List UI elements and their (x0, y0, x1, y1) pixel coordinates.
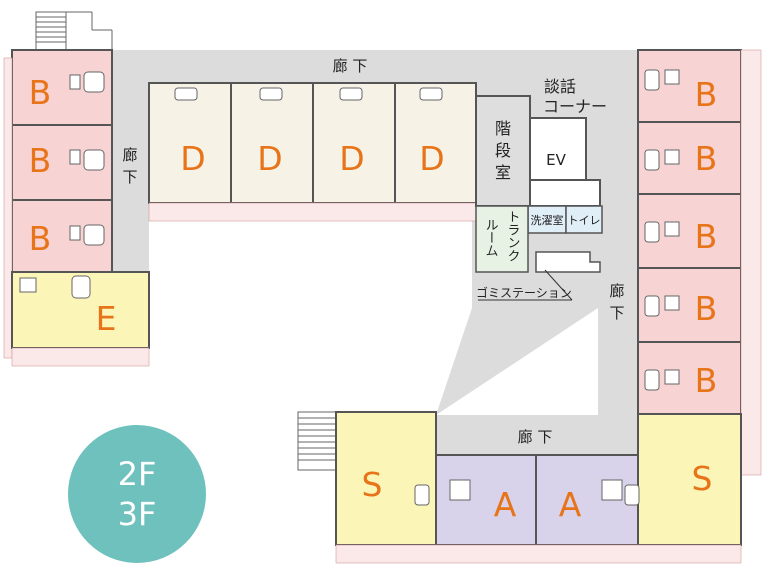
ev-label: EV (546, 151, 566, 169)
bottom-rooms (335, 411, 742, 546)
room-label-b-right-2: B (695, 139, 718, 178)
room-label-b-left-2: B (29, 141, 52, 180)
room-label-b-left-1: B (29, 73, 52, 112)
ev-room (529, 117, 587, 181)
balcony-right (740, 49, 762, 476)
trunk-label-2: ルーム (483, 218, 498, 257)
trunk-room (475, 205, 529, 273)
room-label-b-right-3: B (695, 217, 718, 256)
corridor-left-label-2: 下 (122, 168, 137, 186)
balcony-d (148, 202, 477, 222)
corridor-top-label: 廊 下 (333, 57, 368, 75)
room-label-d-4: D (419, 139, 444, 178)
room-label-s-left: S (362, 465, 383, 504)
trunk-label-1: トランク (505, 210, 520, 262)
laundry-label: 洗濯室 (531, 213, 564, 227)
room-label-s-right: S (692, 459, 713, 498)
room-label-b-right-5: B (695, 361, 718, 400)
balcony-left (3, 57, 13, 359)
stair-bottom-left (297, 411, 337, 471)
room-label-e: E (96, 299, 117, 338)
floor-label-3f: 3F (117, 495, 157, 533)
garbage-leader-arrow (544, 269, 573, 301)
room-label-a-2: A (559, 485, 582, 524)
stairs-label-2: 段 (495, 141, 511, 160)
room-label-d-3: D (339, 139, 364, 178)
stairs-label-1: 階 (495, 119, 511, 138)
room-letters: B B B E D D D D B B B B B S A A S (29, 73, 718, 524)
lounge-label-1: 談話 (544, 77, 576, 96)
floor-badge: 2F 3F (68, 425, 206, 563)
fixtures (19, 69, 680, 506)
room-label-b-left-3: B (29, 219, 52, 258)
room-label-a-1: A (494, 485, 517, 524)
corridor-right-label-1: 廊 (609, 282, 624, 300)
garbage-station-area (535, 251, 601, 273)
ev-shaft (529, 179, 601, 207)
lounge-label-2: コーナー (543, 97, 607, 116)
toilet-room (565, 205, 603, 234)
room-label-d-1: D (180, 139, 205, 178)
corridor-bottom-label: 廊 下 (518, 428, 553, 446)
stairs-label-3: 室 (495, 163, 511, 182)
corridor-right-label-2: 下 (609, 304, 624, 322)
room-label-b-right-4: B (695, 289, 718, 328)
floor-label-2f: 2F (117, 455, 157, 493)
room-label-d-2: D (257, 139, 282, 178)
stairs-room (475, 95, 531, 207)
corridor-left-label-1: 廊 (122, 146, 137, 164)
d-rooms (148, 82, 477, 204)
garbage-station-label: ゴミステーション (476, 285, 572, 300)
text-labels: 廊 下 廊 下 廊 下 廊 下 談話 コーナー 階 段 室 EV 洗濯室 トイレ… (122, 57, 624, 446)
balcony-e (11, 347, 150, 367)
toilet-label: トイレ (568, 214, 601, 227)
room-label-b-right-1: B (695, 75, 718, 114)
stair-top-left (35, 11, 113, 51)
balcony-bottom (335, 544, 742, 564)
